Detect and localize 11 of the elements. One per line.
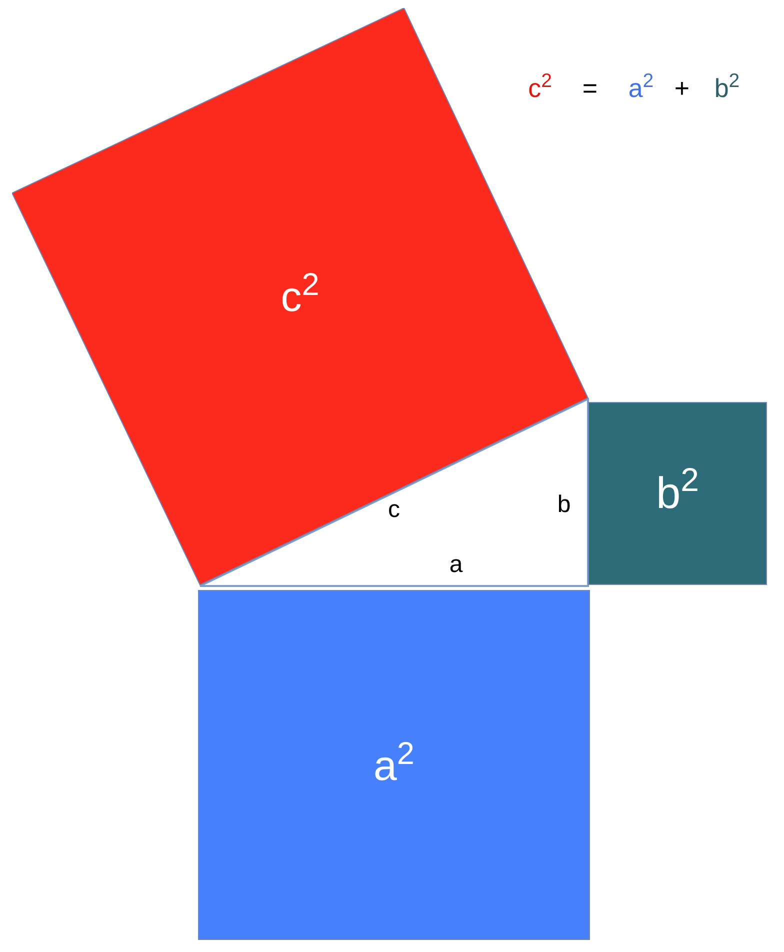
equation-term: = [582,75,598,101]
equation-term: c$^{2}$ [528,75,552,101]
square-label: c$^{2}$ [280,265,320,322]
side-label: c [388,498,400,522]
equation-term: a$^{2}$ [628,75,654,101]
side-label: b [557,493,571,517]
square-label: a$^{2}$ [374,734,414,790]
square-label: b$^{2}$ [656,460,699,520]
side-label: a [449,553,463,577]
equation-term: + [674,75,690,101]
equation-term: b$^{2}$ [714,75,740,101]
